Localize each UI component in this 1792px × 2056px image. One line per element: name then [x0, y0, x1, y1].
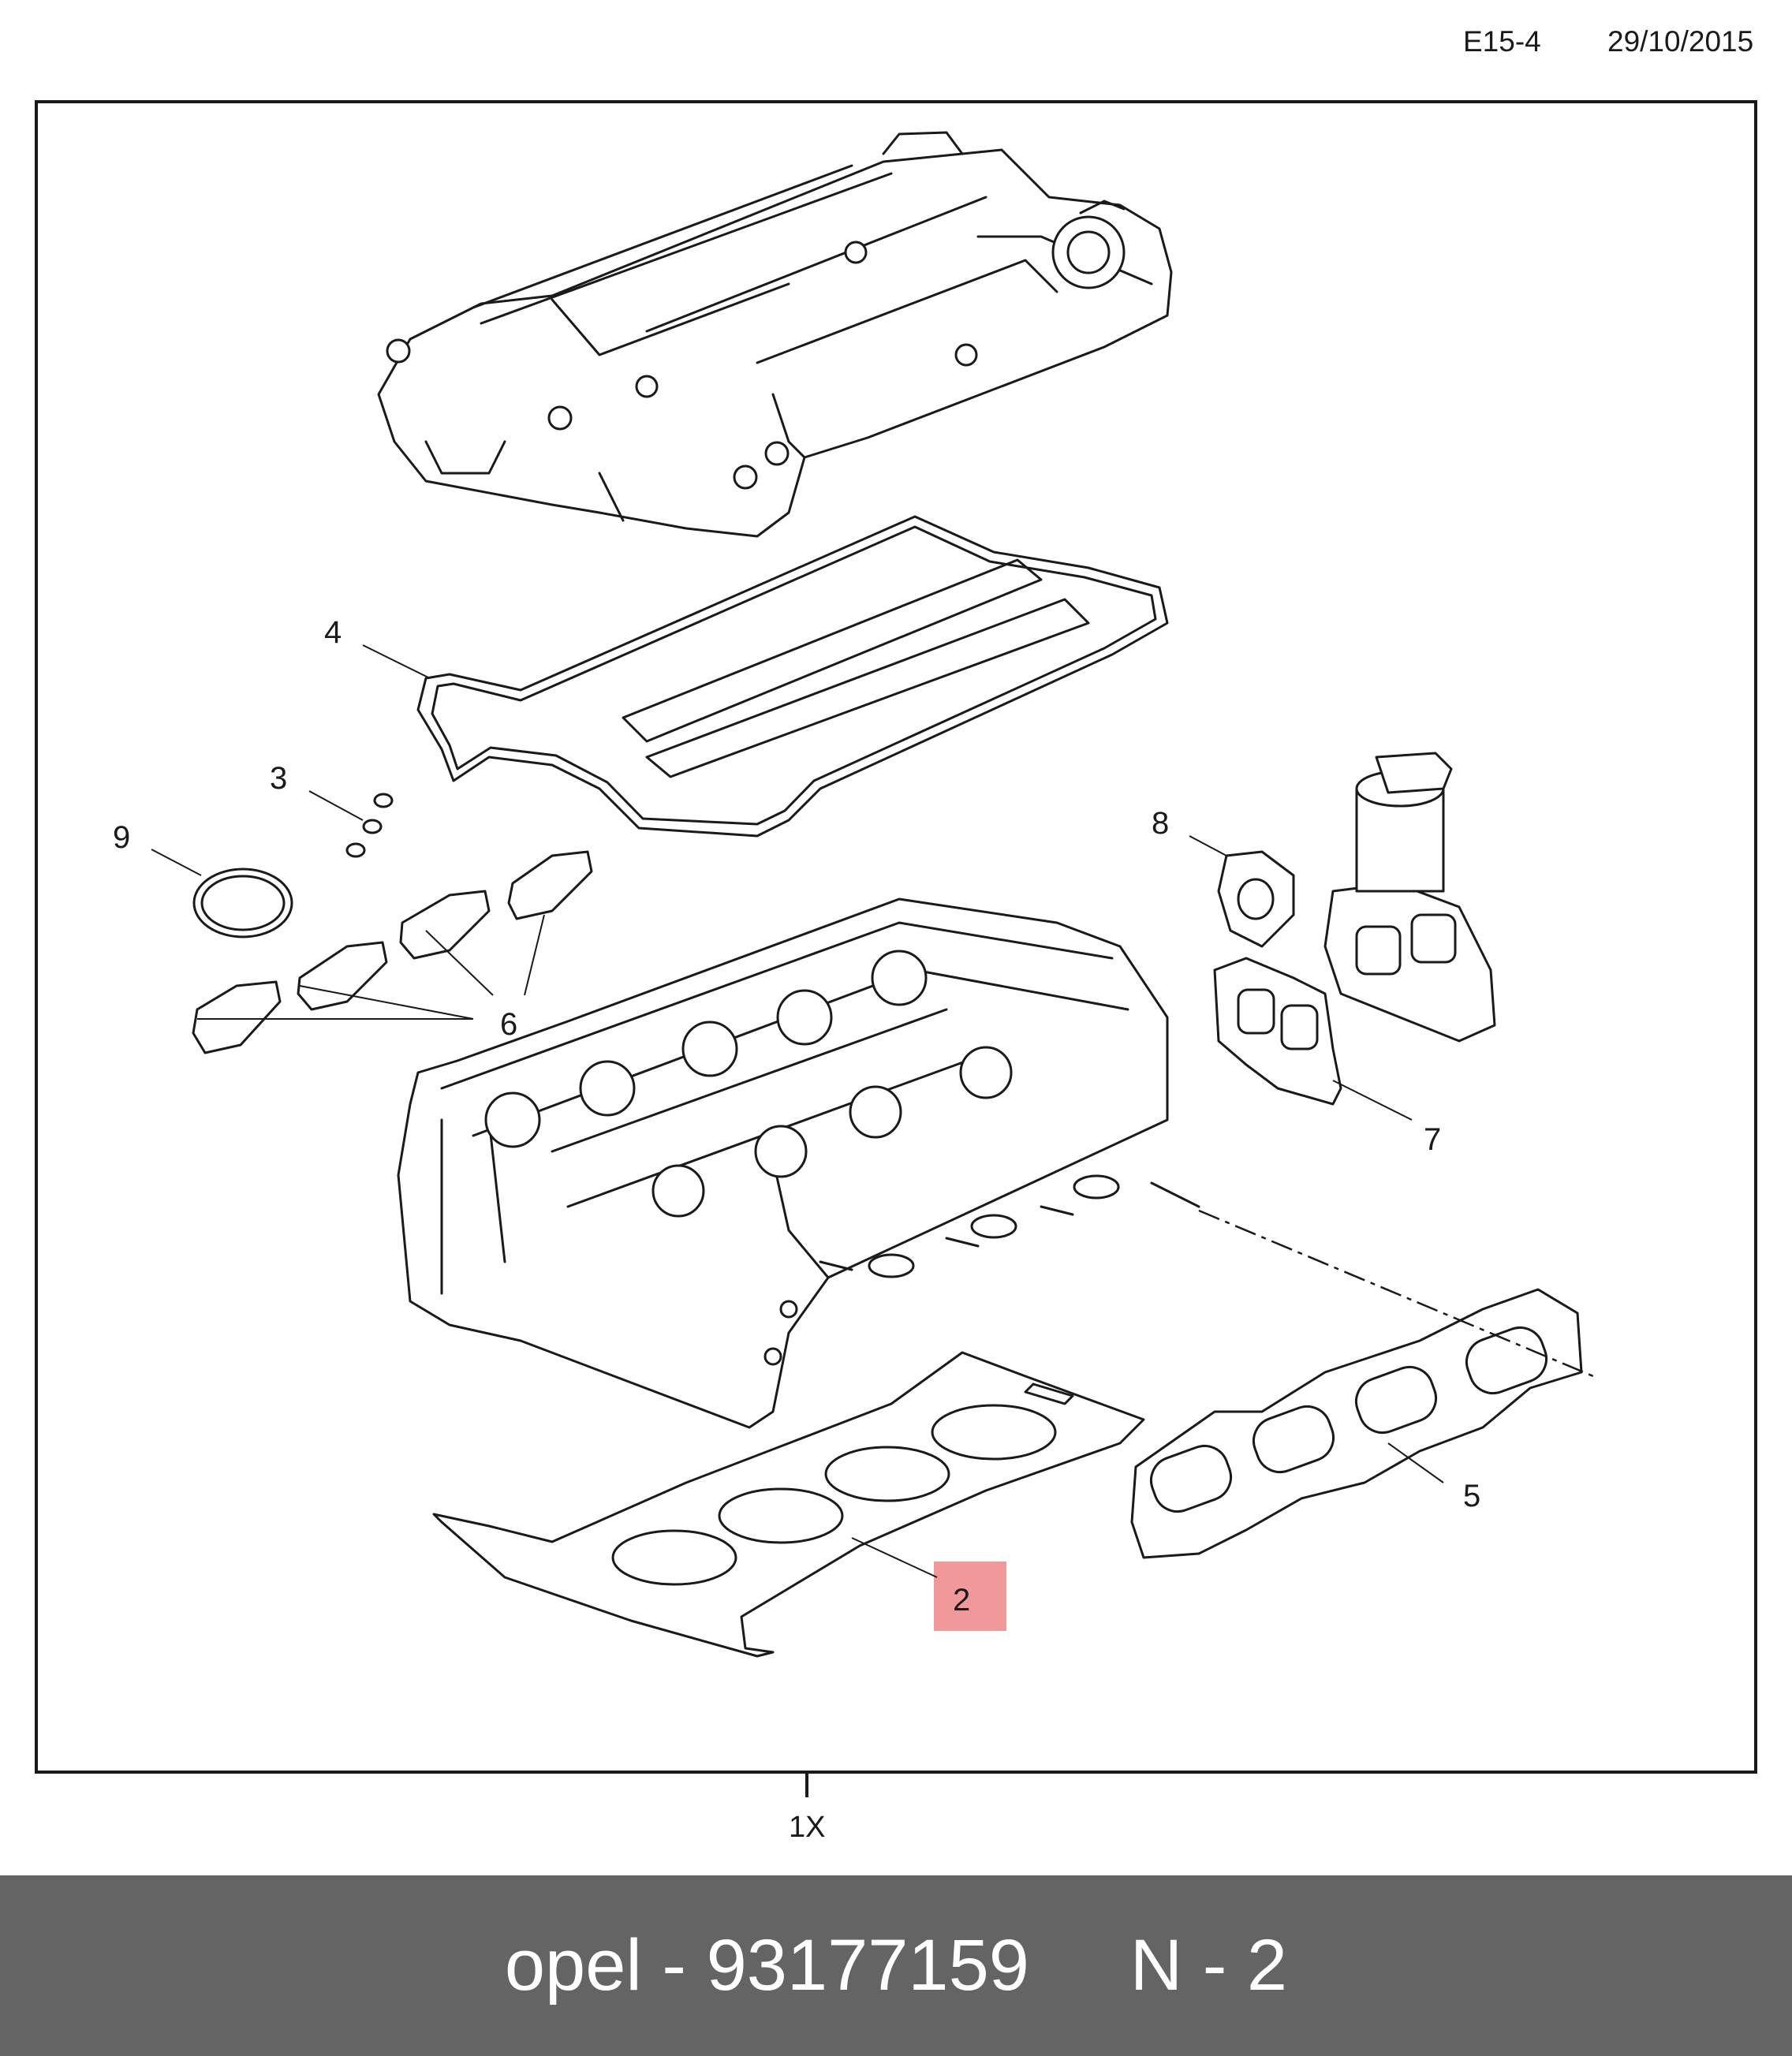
exploded-parts-diagram: 4 3 9 8 6 7 5 2	[113, 131, 1594, 1658]
cylinder-head	[397, 897, 1200, 1429]
o-rings	[345, 793, 394, 858]
diagram-date: 29/10/2015	[1607, 25, 1754, 58]
diagram-frame	[35, 100, 1757, 1774]
port-seals	[192, 850, 593, 1054]
alignment-line	[1198, 1209, 1594, 1378]
callout-8: 8	[1152, 806, 1169, 841]
egr-gasket	[1213, 957, 1342, 1106]
head-gasket	[432, 1351, 1145, 1658]
callout-3: 3	[270, 761, 287, 796]
callout-5: 5	[1463, 1479, 1480, 1513]
callout-2-highlight	[934, 1562, 1006, 1631]
callout-9: 9	[113, 820, 130, 855]
ring-seal	[192, 868, 293, 938]
callout-2: 2	[953, 1583, 970, 1618]
valve-cover	[377, 131, 1173, 538]
part-number-label: opel - 93177159 N - 2	[504, 1925, 1288, 2006]
exhaust-manifold-gasket	[1130, 1288, 1583, 1559]
small-gasket	[1217, 850, 1295, 948]
quantity-label: 1X	[789, 1811, 826, 1844]
egr-valve	[1323, 752, 1496, 1043]
callout-4: 4	[324, 615, 342, 650]
footer-bar: opel - 93177159 N - 2	[0, 1875, 1792, 2056]
leader-lines	[151, 644, 1444, 1578]
callout-7: 7	[1424, 1122, 1441, 1157]
diagram-code: E15-4	[1463, 25, 1541, 58]
quantity-tick	[805, 1772, 808, 1797]
callout-6: 6	[500, 1007, 517, 1042]
valve-cover-gasket	[416, 515, 1169, 838]
